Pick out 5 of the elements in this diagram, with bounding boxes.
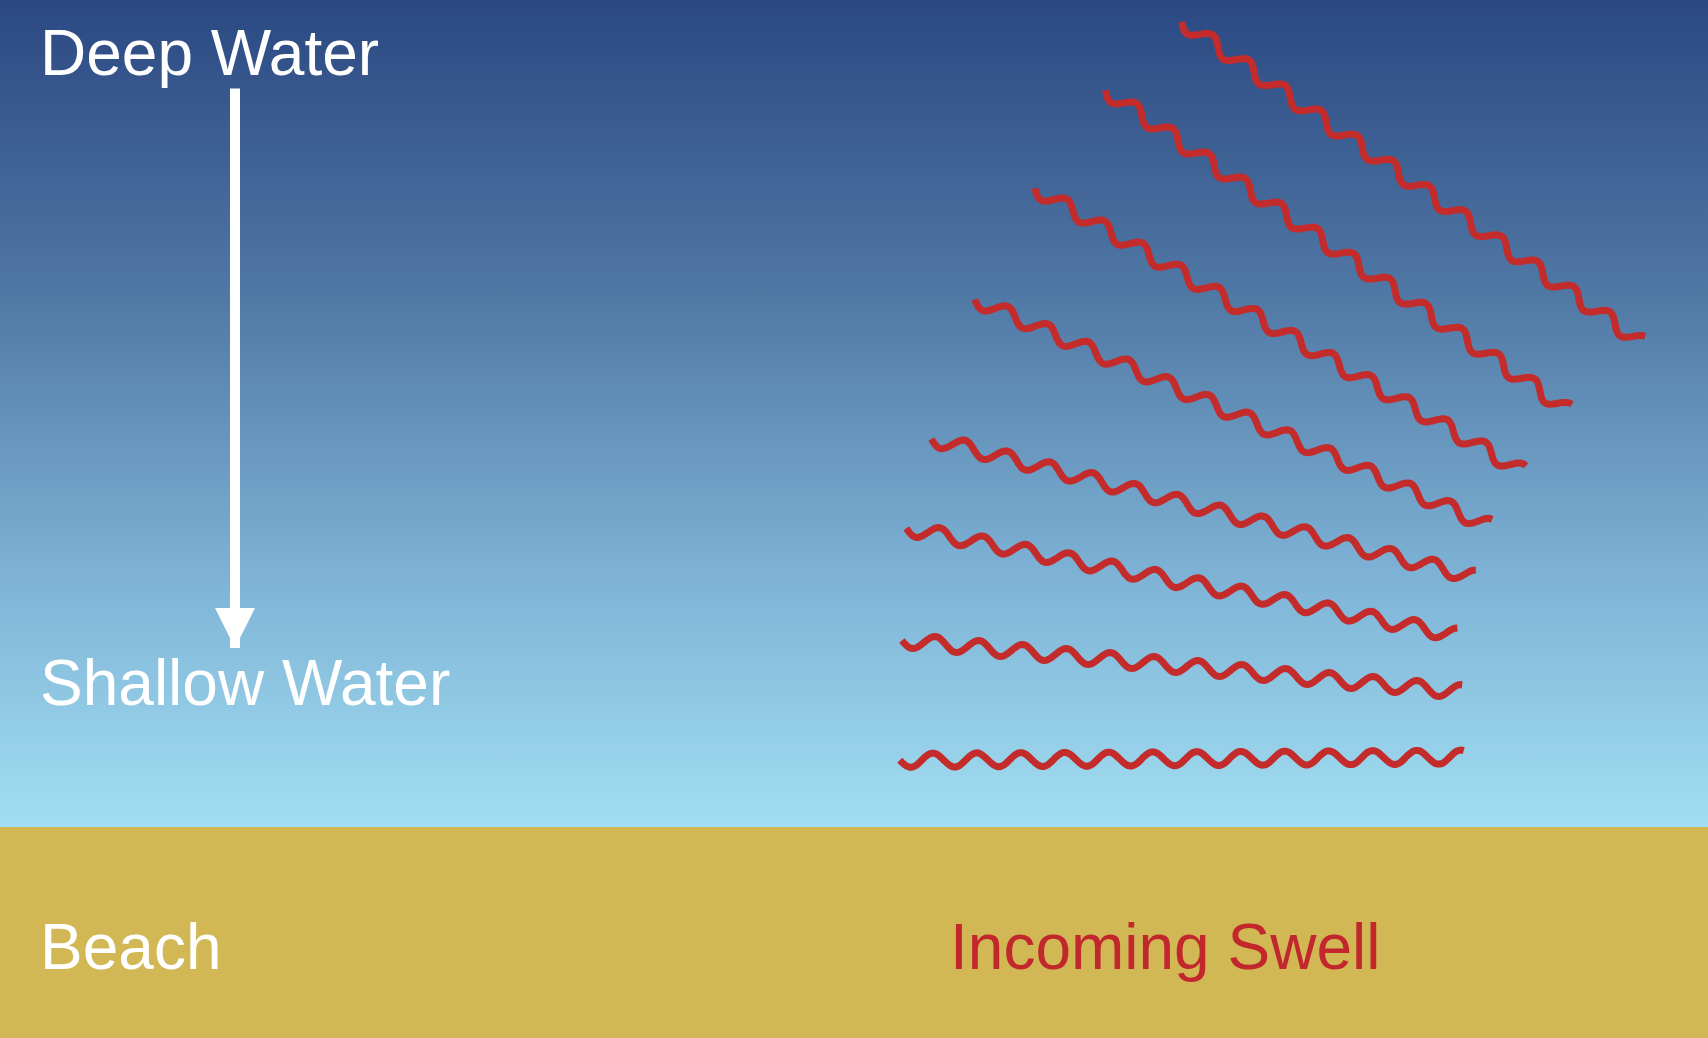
beach-label: Beach xyxy=(40,912,222,983)
arrow xyxy=(215,88,255,648)
swell-label: Incoming Swell xyxy=(950,912,1381,983)
water-depth-label: Shallow Water xyxy=(40,648,451,719)
water-depth-label: Deep Water xyxy=(40,18,380,89)
